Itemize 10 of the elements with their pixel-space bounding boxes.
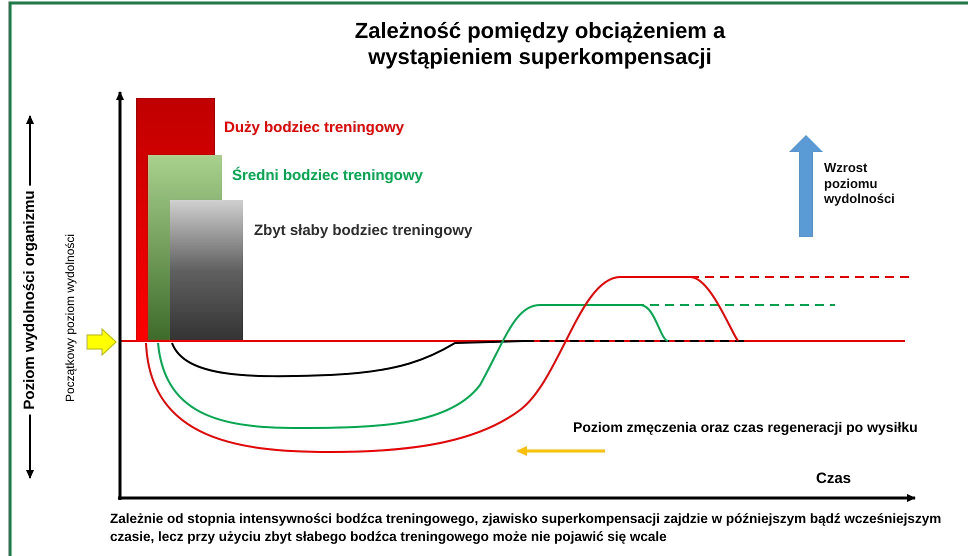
axis-label: Poziom wydolności organizmu xyxy=(21,185,39,415)
bar-label: Średni bodziec treningowy xyxy=(232,167,423,185)
annotation: Poziom zmęczenia oraz czas regeneracji po wysiłku xyxy=(573,419,918,436)
bar-label: Zbyt słaby bodziec treningowy xyxy=(254,222,472,240)
bar-label: Duży bodziec treningowy xyxy=(224,119,404,137)
title: Zależność pomiędzy obciążeniem a wystąpieniem superkompensacji xyxy=(354,18,726,71)
axis-label: Czas xyxy=(816,470,852,488)
caption: Zależnie od stopnia intensywności bodźca treningowego, zjawisko superkompensacji zajdzie w późniejszym bądź wcześniejszym czasie, lecz przy użyciu zbyt słabego bodźca treningowego może nie pojawić się wcale xyxy=(110,510,942,546)
annotation: Wzrost poziomu wydolności xyxy=(824,160,896,207)
axis-label: Początkowy poziom wydolności xyxy=(62,234,78,402)
